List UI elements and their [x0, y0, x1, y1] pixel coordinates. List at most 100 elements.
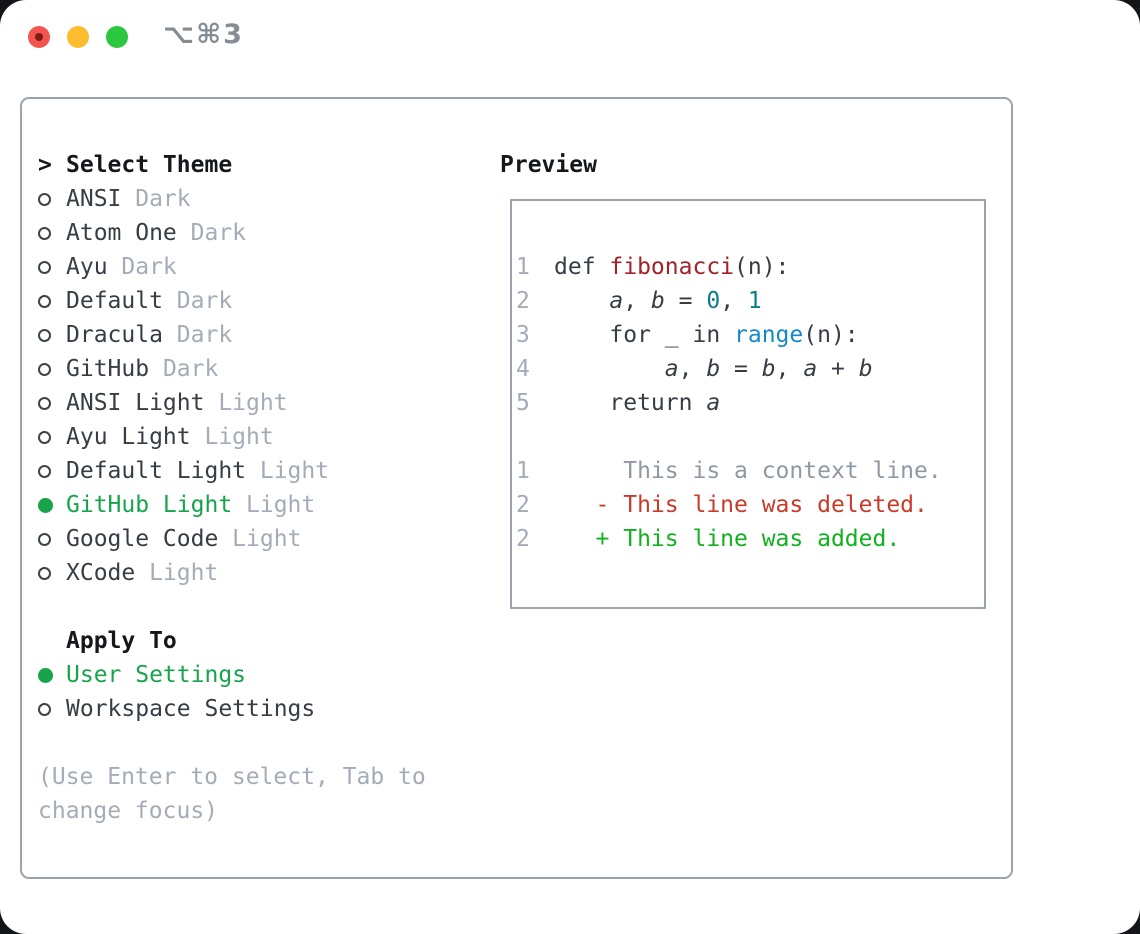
code-segment-code	[554, 492, 596, 518]
line-number	[516, 420, 554, 454]
radio-icon	[38, 294, 51, 308]
code-text: a, b = b, a + b	[554, 352, 873, 386]
code-segment-code: ,	[775, 356, 804, 382]
code-segment-var: a	[664, 356, 679, 382]
radio-icon	[38, 328, 51, 342]
spacer	[38, 726, 478, 760]
radio-selected-icon	[38, 667, 53, 683]
code-segment-code: +	[817, 356, 859, 382]
code-segment-num: 1	[747, 288, 762, 314]
theme-option-xcode[interactable]: XCode Light	[38, 556, 478, 590]
radio-icon	[38, 430, 51, 444]
preview-line: 2 - This line was deleted.	[516, 488, 984, 522]
theme-variant: Light	[232, 526, 302, 552]
close-button[interactable]	[28, 26, 50, 48]
code-text: for _ in range(n):	[554, 318, 859, 352]
code-segment-code: for _ in	[554, 322, 735, 348]
radio-icon	[38, 192, 51, 206]
line-number: 2	[516, 288, 530, 314]
theme-option-ayu-light[interactable]: Ayu Light Light	[38, 420, 478, 454]
radio-column	[38, 497, 66, 513]
preview-line: 2 a, b = 0, 1	[516, 284, 984, 318]
theme-variant: Dark	[121, 254, 177, 280]
spacer	[38, 590, 478, 624]
radio-icon	[38, 566, 51, 580]
radio-icon	[38, 396, 51, 410]
code-segment-var: a	[803, 356, 818, 382]
apply-option-user-settings[interactable]: User Settings	[38, 658, 478, 692]
theme-list-title: Select Theme	[66, 152, 233, 178]
code-segment-builtin: range	[734, 322, 804, 348]
radio-column	[38, 294, 66, 308]
apply-option-label: User Settings	[66, 662, 247, 688]
radio-column	[38, 192, 66, 206]
radio-column	[38, 396, 66, 410]
theme-variant: Dark	[176, 322, 233, 348]
theme-option-default[interactable]: Default Dark	[38, 284, 478, 318]
theme-variant: Light	[149, 560, 219, 586]
radio-icon	[38, 362, 51, 376]
theme-variant: Light	[204, 424, 274, 450]
theme-name: Atom One	[66, 220, 177, 246]
preview-line: 5 return a	[516, 386, 984, 420]
code-segment-code: def	[554, 254, 610, 280]
zoom-button[interactable]	[106, 26, 128, 48]
radio-icon	[38, 702, 51, 716]
code-segment-code: ,	[678, 356, 707, 382]
theme-option-atom-one[interactable]: Atom One Dark	[38, 216, 478, 250]
theme-name: Ayu Light	[66, 424, 191, 450]
code-segment-deleted: - This line was deleted.	[595, 492, 928, 518]
apply-option-workspace-settings[interactable]: Workspace Settings	[38, 692, 478, 726]
theme-name: Default Light	[66, 458, 247, 484]
theme-option-ayu[interactable]: Ayu Dark	[38, 250, 478, 284]
theme-name: XCode	[66, 560, 136, 586]
radio-column	[38, 362, 66, 376]
radio-column	[38, 464, 66, 478]
theme-name: Ayu	[66, 254, 108, 280]
preview-line	[516, 420, 984, 454]
theme-name: Default	[66, 288, 163, 314]
code-text: This is a context line.	[554, 454, 942, 488]
preview-title: Preview	[500, 152, 597, 178]
radio-column	[38, 532, 66, 546]
theme-variant: Dark	[162, 356, 219, 382]
code-segment-var: a	[609, 288, 624, 314]
theme-variant: Dark	[190, 220, 247, 246]
theme-name: ANSI Light	[66, 390, 205, 416]
theme-name: GitHub Light	[66, 492, 233, 518]
code-segment-code: =	[664, 288, 707, 314]
theme-variant: Dark	[176, 288, 233, 314]
radio-column	[38, 667, 66, 683]
radio-column	[38, 702, 66, 716]
code-text: a, b = 0, 1	[554, 284, 762, 318]
code-text: + This line was added.	[554, 522, 901, 556]
code-segment-var: b	[706, 356, 721, 382]
apply-to-header: Apply To	[38, 624, 478, 658]
radio-icon	[38, 532, 51, 546]
line-number: 2	[516, 526, 530, 552]
code-segment-num: 0	[706, 288, 721, 314]
code-segment-var: b	[761, 356, 776, 382]
radio-icon	[38, 260, 51, 274]
keyboard-hint: (Use Enter to select, Tab to change focu…	[38, 764, 426, 824]
code-segment-code	[554, 288, 609, 314]
line-number: 3	[516, 322, 530, 348]
minimize-button[interactable]	[67, 26, 89, 48]
code-segment-code	[554, 356, 665, 382]
code-segment-func: fibonacci	[609, 254, 735, 280]
code-segment-code: (n):	[803, 322, 859, 348]
code-segment-code: ,	[623, 288, 651, 314]
preview-box: 1 def fibonacci (n): 2 a, b = 0, 1 3 for _ i…	[510, 199, 986, 609]
radio-selected-icon	[38, 497, 53, 513]
radio-column	[38, 566, 66, 580]
